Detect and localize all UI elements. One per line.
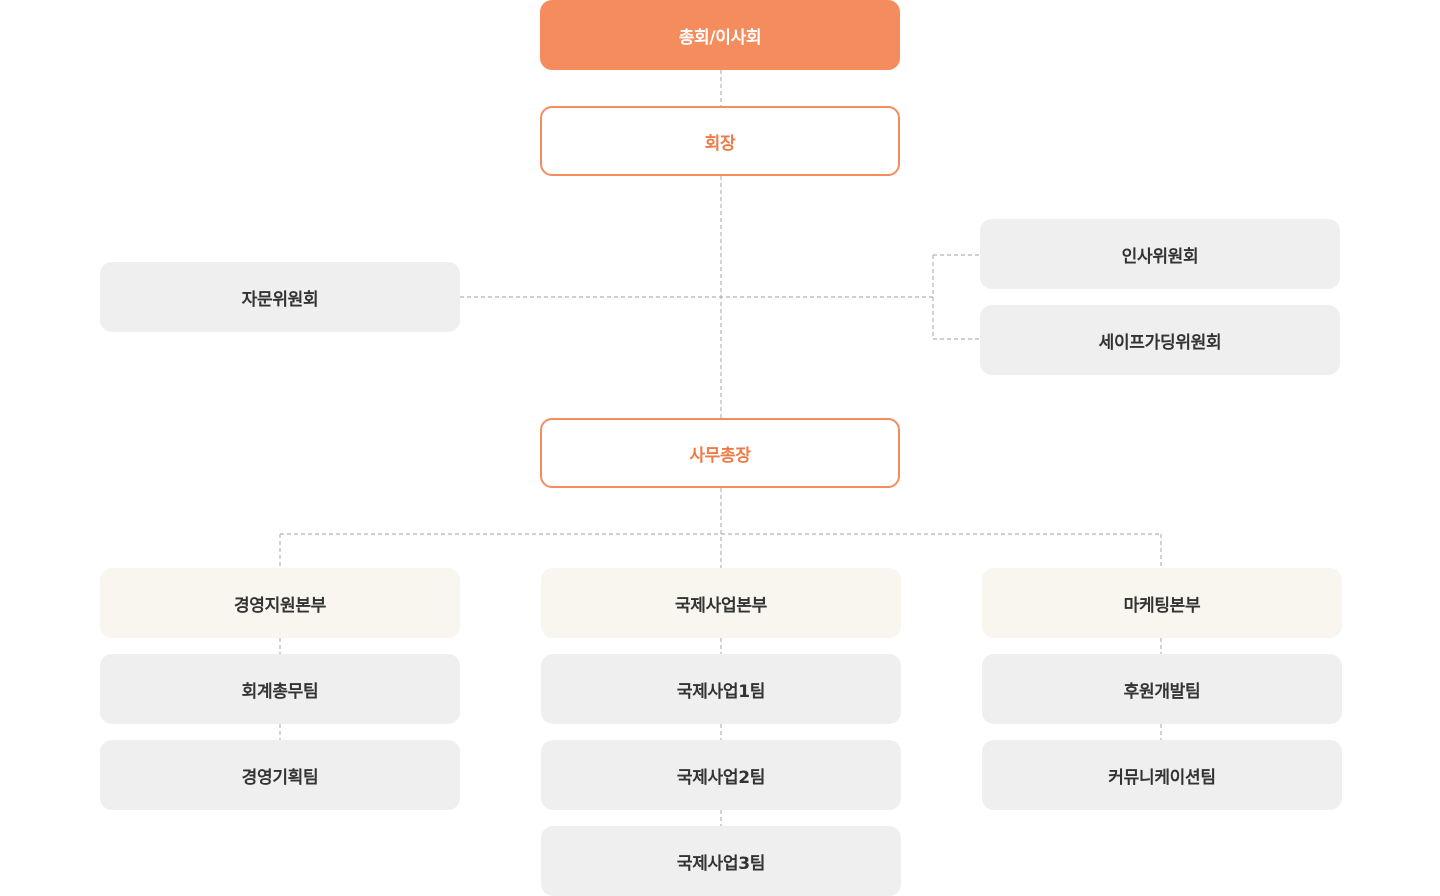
secretary-general-box: 사무총장	[540, 418, 900, 488]
safeguarding-committee-box: 세이프가딩위원회	[980, 305, 1340, 375]
personnel-committee-box: 인사위원회	[980, 219, 1340, 289]
team-label: 국제사업2팀	[676, 767, 766, 788]
advisory-committee-box: 자문위원회	[100, 262, 460, 332]
division-label: 마케팅본부	[1123, 595, 1201, 616]
team-box-international-1: 국제사업1팀	[541, 654, 901, 724]
team-label: 국제사업1팀	[676, 681, 766, 702]
chairman-label: 회장	[704, 133, 736, 154]
team-label: 커뮤니케이션팀	[1108, 767, 1216, 788]
team-label: 경영기획팀	[241, 767, 319, 788]
team-box-fundraising: 후원개발팀	[982, 654, 1342, 724]
division-box-marketing: 마케팅본부	[982, 568, 1342, 638]
team-box-planning: 경영기획팀	[100, 740, 460, 810]
team-box-accounting: 회계총무팀	[100, 654, 460, 724]
division-label: 국제사업본부	[674, 595, 768, 616]
board-box: 총회/이사회	[540, 0, 900, 70]
chairman-box: 회장	[540, 106, 900, 176]
secretary-general-label: 사무총장	[689, 445, 751, 466]
team-box-international-2: 국제사업2팀	[541, 740, 901, 810]
team-label: 회계총무팀	[241, 681, 319, 702]
safeguarding-committee-label: 세이프가딩위원회	[1098, 332, 1222, 353]
division-box-international: 국제사업본부	[541, 568, 901, 638]
team-box-communication: 커뮤니케이션팀	[982, 740, 1342, 810]
team-label: 국제사업3팀	[676, 853, 766, 874]
division-label: 경영지원본부	[233, 595, 327, 616]
board-label: 총회/이사회	[678, 27, 762, 48]
team-label: 후원개발팀	[1123, 681, 1201, 702]
advisory-committee-label: 자문위원회	[241, 289, 319, 310]
division-box-management: 경영지원본부	[100, 568, 460, 638]
team-box-international-3: 국제사업3팀	[541, 826, 901, 896]
personnel-committee-label: 인사위원회	[1121, 246, 1199, 267]
